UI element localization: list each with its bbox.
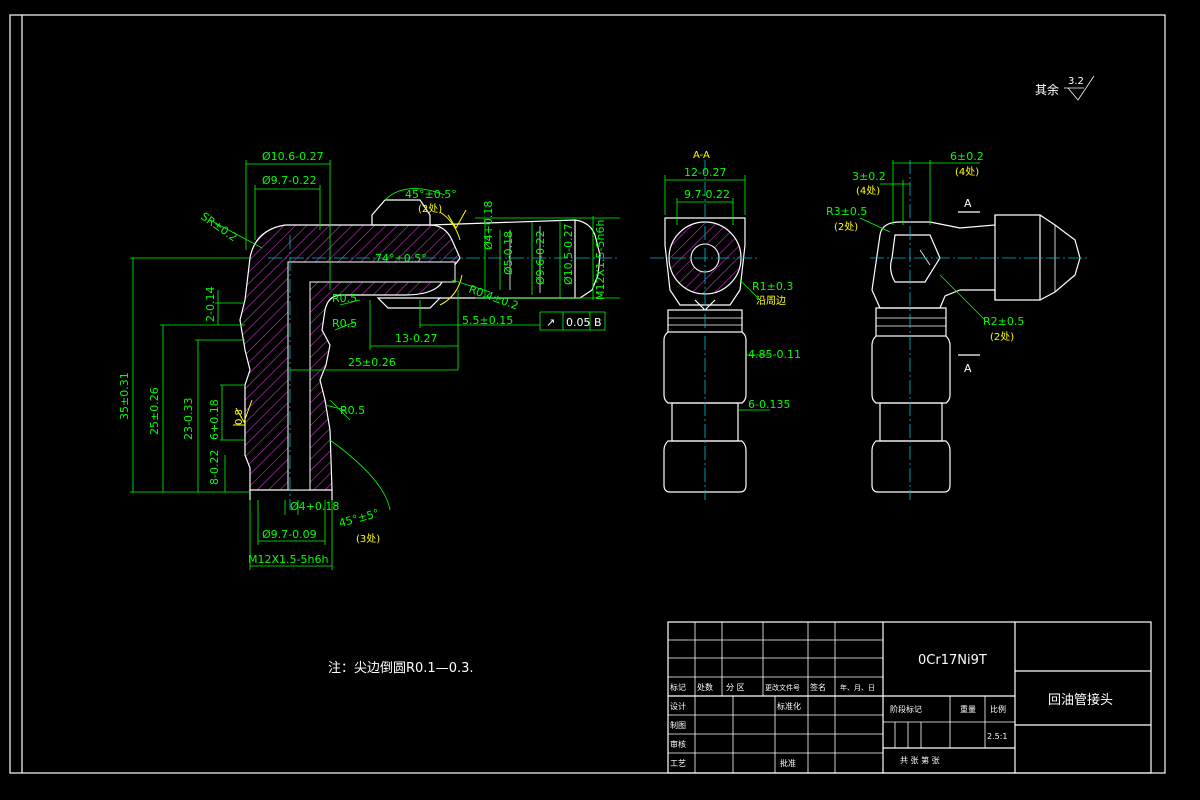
dim-len55: 5.5±0.15 xyxy=(462,314,513,327)
dim-d3-side: 3±0.2 xyxy=(852,170,886,183)
main-view: Ø10.6-0.27 Ø9.7-0.22 SR±0.2 45°±0.5° (2处… xyxy=(118,150,620,570)
dim-h8: 8-0.22 xyxy=(208,450,221,485)
dim-h6-section: 6-0.135 xyxy=(748,398,790,411)
row-check: 审核 xyxy=(670,739,686,749)
tolerance-value: 0.05 xyxy=(566,316,591,329)
weight-label: 重量 xyxy=(960,704,976,714)
dim-ang2: 74°±0.5° xyxy=(375,252,427,265)
row-process: 工艺 xyxy=(670,759,686,768)
dim-d4b: Ø4+0.18 xyxy=(290,500,339,513)
scale-value: 2.5:1 xyxy=(987,732,1008,741)
dim-d1: Ø10.6-0.27 xyxy=(262,150,324,163)
dim-d3-note: (4处) xyxy=(856,185,880,197)
scale-label: 比例 xyxy=(990,704,1006,714)
dim-d5: Ø5-0.18 xyxy=(502,231,515,275)
roughness-symbol: 其余 3.2 xyxy=(1035,75,1095,101)
roughness-value: 3.2 xyxy=(1068,76,1084,87)
roughness-label: 其余 xyxy=(1035,82,1059,97)
dim-w12: 12-0.27 xyxy=(684,166,726,179)
dim-ang3: 45°±5° xyxy=(337,507,380,530)
dim-d97b: Ø9.7-0.09 xyxy=(262,528,317,541)
dim-r1: R1±0.3 xyxy=(752,280,793,293)
dim-ang3-note: (3处) xyxy=(356,533,380,545)
section-mark-bottom: A xyxy=(964,362,972,375)
sheet-label: 共 张 第 张 xyxy=(900,755,940,765)
dim-thread-right: M12X1.5-5h6h xyxy=(594,220,607,300)
dim-len25h: 25±0.26 xyxy=(348,356,396,369)
dim-r3: R3±0.5 xyxy=(826,205,867,218)
side-view: A A 6±0.2 (4处) 3±0.2 (4处) R3±0.5 (2处) R2… xyxy=(826,150,1090,500)
dim-sr: SR±0.2 xyxy=(198,210,239,244)
dim-h2: 2-0.14 xyxy=(204,287,217,322)
chamfer-highlight-bottom xyxy=(439,274,463,306)
dim-h35: 35±0.31 xyxy=(118,372,131,420)
dim-d4: Ø4+0.18 xyxy=(482,201,495,250)
dim-r1-note: 沿周边 xyxy=(756,295,786,307)
dim-r2: R2±0.5 xyxy=(983,315,1024,328)
header-mark: 标记 xyxy=(670,682,686,692)
row-standard: 标准化 xyxy=(777,701,801,711)
dim-r2-note: (2处) xyxy=(990,331,1014,343)
header-count: 处数 xyxy=(697,682,713,692)
dim-len13: 13-0.27 xyxy=(395,332,437,345)
dim-h6: 6+0.18 xyxy=(208,399,221,440)
dim-d6-note: (4处) xyxy=(955,166,979,178)
row-draw: 制图 xyxy=(670,720,686,730)
row-design: 设计 xyxy=(670,701,686,711)
part-name: 回油管接头 xyxy=(1048,692,1113,708)
row-approve: 批准 xyxy=(780,758,796,768)
title-block: 0Cr17Ni9T 回油管接头 标记 处数 分 区 更改文件号 签名 年、月、日… xyxy=(667,621,1152,774)
dim-ang1: 45°±0.5° xyxy=(405,188,457,201)
header-zone: 分 区 xyxy=(726,683,745,692)
dim-d2: Ø9.7-0.22 xyxy=(262,174,317,187)
dim-h485: 4.85-0.11 xyxy=(748,348,801,361)
dim-r3-note: (2处) xyxy=(834,221,858,233)
dim-w97: 9.7-0.22 xyxy=(684,188,730,201)
dim-ang1-note: (2处) xyxy=(418,203,442,215)
dim-h23: 23-0.33 xyxy=(182,398,195,440)
material-text: 0Cr17Ni9T xyxy=(918,653,987,668)
header-date: 年、月、日 xyxy=(840,683,875,692)
section-label: A-A xyxy=(693,150,710,161)
roughness-08: 0.8 xyxy=(234,409,245,425)
chamfer-highlight-top xyxy=(439,211,461,241)
header-change-file: 更改文件号 xyxy=(765,683,800,692)
dim-r05a: R0.5 xyxy=(332,292,357,305)
dim-r05b: R0.5 xyxy=(332,317,357,330)
section-mark-top: A xyxy=(964,197,972,210)
dim-d6-side: 6±0.2 xyxy=(950,150,984,163)
dim-thread-bottom: M12X1.5-5h6h xyxy=(248,553,328,566)
technical-note: 注：尖边倒圆R0.1—0.3. xyxy=(328,661,474,676)
dim-d105: Ø10.5-0.27 xyxy=(562,223,575,285)
dim-r05c: R0.5 xyxy=(340,404,365,417)
tolerance-symbol: ↗ xyxy=(546,316,555,329)
dim-h25: 25±0.26 xyxy=(148,387,161,435)
dim-d96: Ø9.6-0.22 xyxy=(534,230,547,285)
outer-frame xyxy=(9,14,1166,774)
dim-r04: R0.4±0.2 xyxy=(467,283,520,313)
tolerance-datum: B xyxy=(594,316,602,329)
section-view: A-A 12-0.27 9.7-0.22 R1±0.3 沿周边 4.85-0.1… xyxy=(650,150,801,500)
header-sign: 签名 xyxy=(810,682,826,692)
stage-label: 阶段标记 xyxy=(890,704,922,714)
